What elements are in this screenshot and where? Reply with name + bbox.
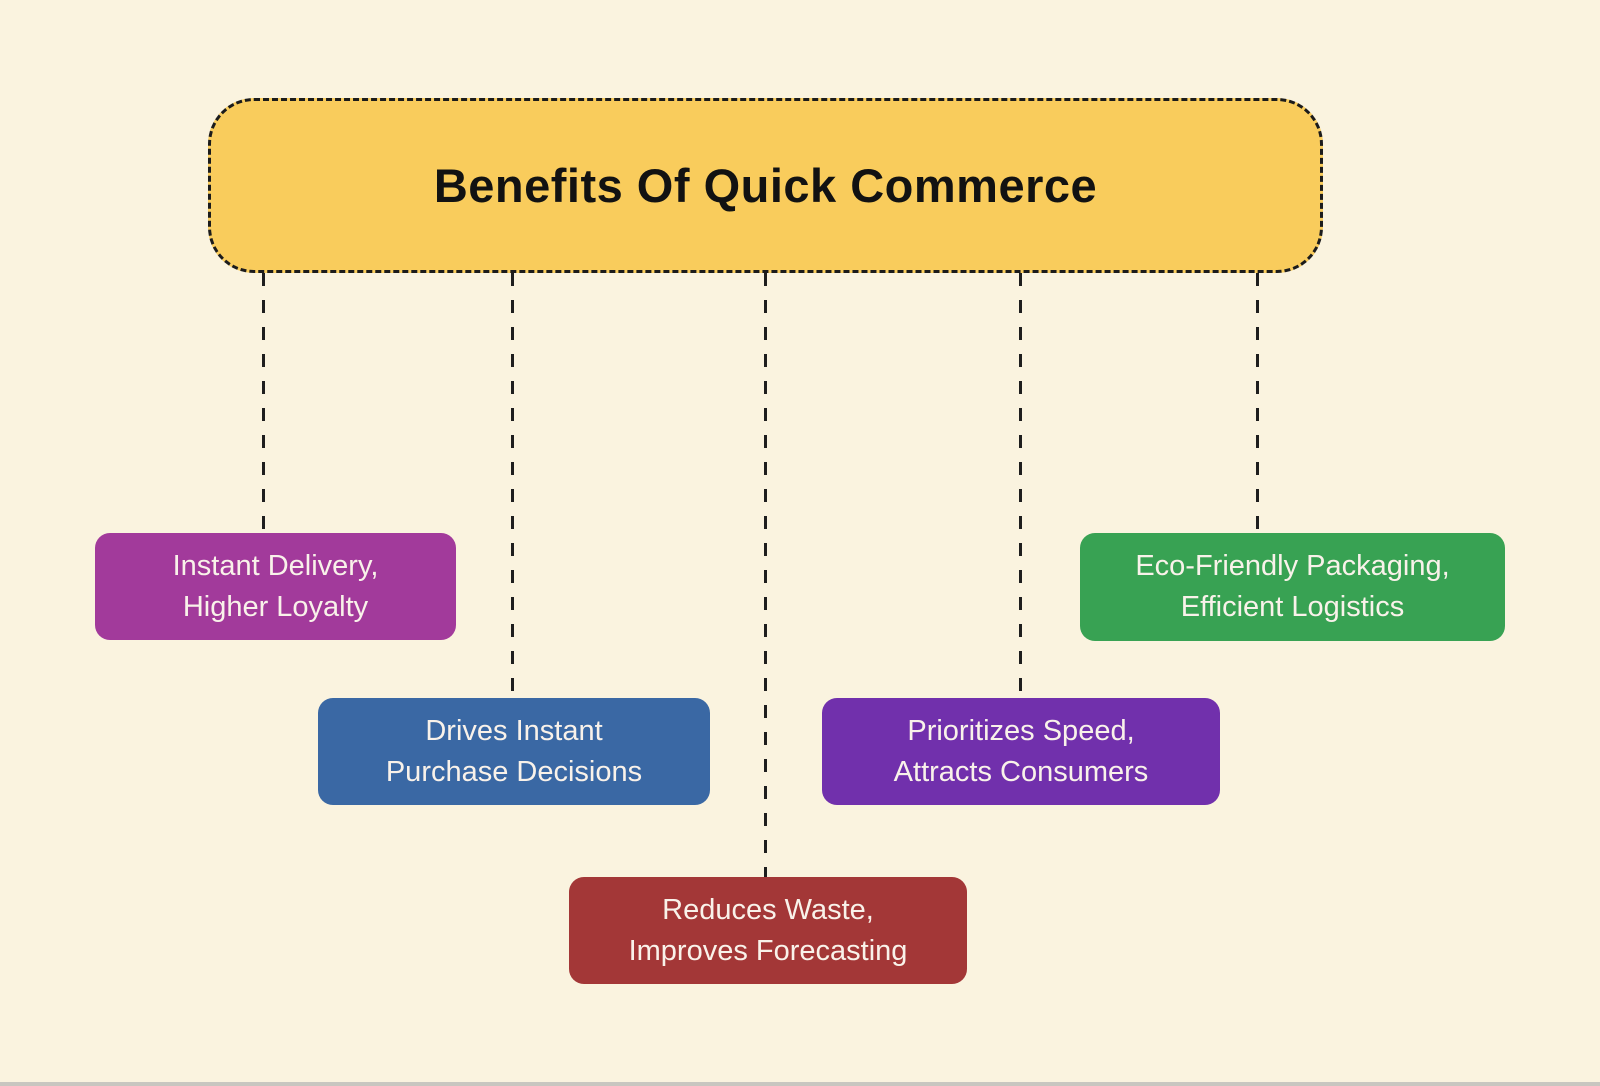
benefit-label-line2: Purchase Decisions xyxy=(385,755,643,788)
title-box: Benefits Of Quick Commerce xyxy=(208,98,1323,273)
benefit-label-line1: Reduces Waste, xyxy=(662,893,874,926)
benefit-label-line1: Eco-Friendly Packaging, xyxy=(1135,550,1450,582)
page-title: Benefits Of Quick Commerce xyxy=(433,159,1098,212)
benefit-node-instant-delivery: Instant Delivery, Higher Loyalty xyxy=(95,533,456,640)
benefit-node-reduces-waste: Reduces Waste, Improves Forecasting xyxy=(569,877,967,984)
image-bottom-edge xyxy=(0,1082,1600,1086)
benefit-label-line1: Instant Delivery, xyxy=(172,549,379,582)
connector-line-5 xyxy=(1256,273,1259,533)
connector-line-1 xyxy=(262,273,265,533)
benefit-label-line2: Improves Forecasting xyxy=(628,934,908,967)
benefit-label-line2: Efficient Logistics xyxy=(1180,591,1405,623)
benefit-label-line2: Higher Loyalty xyxy=(182,590,369,623)
benefit-node-eco-friendly-packaging: Eco-Friendly Packaging, Efficient Logist… xyxy=(1080,533,1505,641)
connector-line-4 xyxy=(1019,273,1022,698)
connector-line-2 xyxy=(511,273,514,698)
benefit-label-line1: Drives Instant xyxy=(425,714,603,747)
benefit-node-prioritizes-speed: Prioritizes Speed, Attracts Consumers xyxy=(822,698,1220,805)
benefit-label-line2: Attracts Consumers xyxy=(893,755,1149,788)
benefit-label-line1: Prioritizes Speed, xyxy=(907,714,1135,747)
connector-line-3 xyxy=(764,273,767,877)
benefit-node-drives-instant-purchase: Drives Instant Purchase Decisions xyxy=(318,698,710,805)
